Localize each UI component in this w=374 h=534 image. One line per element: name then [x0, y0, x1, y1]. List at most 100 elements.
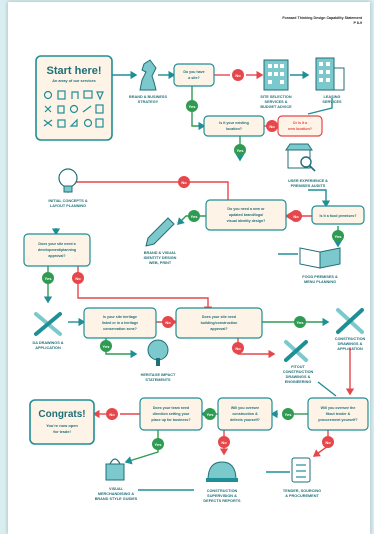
yes-badge: Yes: [188, 210, 200, 222]
svg-text:Yes: Yes: [237, 148, 245, 153]
question-building-approval: [175, 307, 263, 339]
no-badge: No: [178, 176, 190, 188]
no-badge: No: [322, 436, 334, 448]
chess-knight-icon: [139, 59, 157, 91]
yes-badge: Yes: [204, 408, 216, 420]
svg-text:Yes: Yes: [335, 234, 343, 239]
congrats-subtitle-line1: You're now open: [46, 423, 78, 428]
svg-text:Yes: Yes: [191, 214, 199, 219]
congrats-box: Congrats! You're now open for trade!: [29, 399, 95, 445]
flowchart-page: Forward Thinking Design Capability State…: [8, 2, 370, 534]
decision-badges: No Yes No Yes No Yes Yes No Yes No No Ye…: [42, 69, 344, 450]
start-subtitle: An array of our services: [52, 79, 95, 83]
question-food-premises: [311, 205, 365, 225]
label-tender: TENDER, SOURCING& PROCUREMENT: [283, 489, 321, 498]
question-heritage: [83, 307, 157, 339]
yes-badge: Yes: [42, 272, 54, 284]
menu-book-icon: [299, 247, 341, 269]
apartment-building-icon: [315, 57, 345, 91]
no-badge: No: [232, 69, 244, 81]
svg-text:No: No: [235, 73, 241, 78]
no-badge: No: [162, 316, 174, 328]
question-need-brand: [205, 199, 287, 231]
heritage-tree-icon: [147, 339, 169, 366]
question-need-direction: [139, 397, 203, 431]
fitout-tools-icon: [284, 340, 308, 362]
label-da-drawings: DA DRAWINGS &APPLICATION: [32, 341, 63, 350]
svg-text:Yes: Yes: [103, 344, 111, 349]
shopfront-magnifier-icon: [285, 143, 316, 172]
shopping-bag-icon: [105, 458, 125, 481]
svg-text:No: No: [165, 320, 171, 325]
start-box: Start here! An array of our services: [35, 55, 113, 141]
no-badge: No: [232, 342, 244, 354]
drafting-tools-icon: [34, 312, 62, 336]
congrats-subtitle-line2: for trade!: [53, 429, 71, 434]
svg-text:Yes: Yes: [189, 104, 197, 109]
question-boxes: [23, 63, 369, 431]
construction-tools-icon: [336, 308, 364, 334]
question-existing-location: [203, 115, 265, 137]
hard-hat-icon: [206, 461, 238, 482]
yes-badge: Yes: [234, 144, 246, 156]
pencil-icon: [145, 217, 175, 247]
clipboard-checklist-icon: [291, 457, 311, 483]
yes-badge: Yes: [282, 408, 294, 420]
svg-text:No: No: [181, 180, 187, 185]
yes-badge: Yes: [186, 100, 198, 112]
svg-text:Is it a food premises?: Is it a food premises?: [320, 214, 357, 218]
lightbulb-icon: [58, 168, 78, 193]
label-initial-concepts: INITIAL CONCEPTS &LAYOUT PLANNING: [48, 199, 87, 208]
header-title: Forward Thinking Design Capability State…: [282, 16, 362, 20]
question-new-location: [277, 115, 323, 137]
yes-badge: Yes: [294, 316, 306, 328]
svg-text:No: No: [269, 124, 275, 129]
office-building-icon: [263, 59, 289, 91]
svg-text:No: No: [75, 276, 81, 281]
header-page-number: P 8-9: [353, 21, 362, 25]
document-header: Forward Thinking Design Capability State…: [282, 16, 362, 26]
svg-text:Yes: Yes: [207, 412, 215, 417]
svg-text:Yes: Yes: [155, 442, 163, 447]
no-badge: No: [290, 210, 302, 222]
label-user-experience: USER EXPERIENCE &PREMISES AUDITS: [288, 179, 328, 188]
no-badge: No: [218, 436, 230, 448]
svg-text:No: No: [293, 214, 299, 219]
yes-badge: Yes: [152, 438, 164, 450]
start-title: Start here!: [46, 65, 101, 77]
congrats-title: Congrats!: [38, 409, 85, 420]
question-dev-approval: [23, 233, 91, 267]
svg-text:Yes: Yes: [45, 276, 53, 281]
question-have-site: [173, 63, 215, 87]
no-badge: No: [266, 120, 278, 132]
svg-text:No: No: [235, 346, 241, 351]
svg-text:No: No: [109, 412, 115, 417]
question-oversee-tender: [307, 397, 369, 431]
svg-text:Yes: Yes: [285, 412, 293, 417]
yes-badge: Yes: [100, 340, 112, 352]
no-badge: No: [106, 408, 118, 420]
no-badge: No: [72, 272, 84, 284]
service-icons-grid: [43, 90, 104, 128]
svg-text:No: No: [325, 440, 331, 445]
yes-badge: Yes: [332, 230, 344, 242]
